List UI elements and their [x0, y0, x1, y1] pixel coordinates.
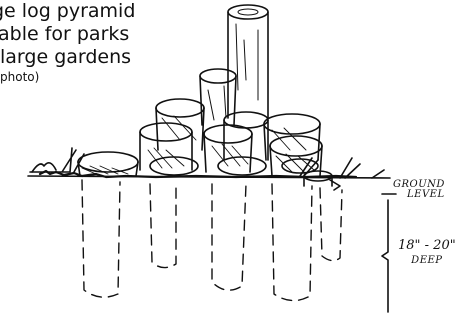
deep-label: DEEP	[398, 253, 456, 268]
tall-log	[228, 5, 268, 118]
log-tier-2	[200, 69, 236, 125]
log-tier-4	[140, 123, 322, 176]
depth-bracket	[382, 194, 396, 312]
log-tier-3	[156, 99, 320, 160]
ground-level-label: GROUND LEVEL	[393, 180, 445, 200]
level-label: LEVEL	[407, 190, 445, 200]
buried-logs	[82, 180, 342, 301]
depth-value: 18" - 20"	[398, 238, 456, 253]
depth-label: 18" - 20" DEEP	[398, 238, 456, 268]
